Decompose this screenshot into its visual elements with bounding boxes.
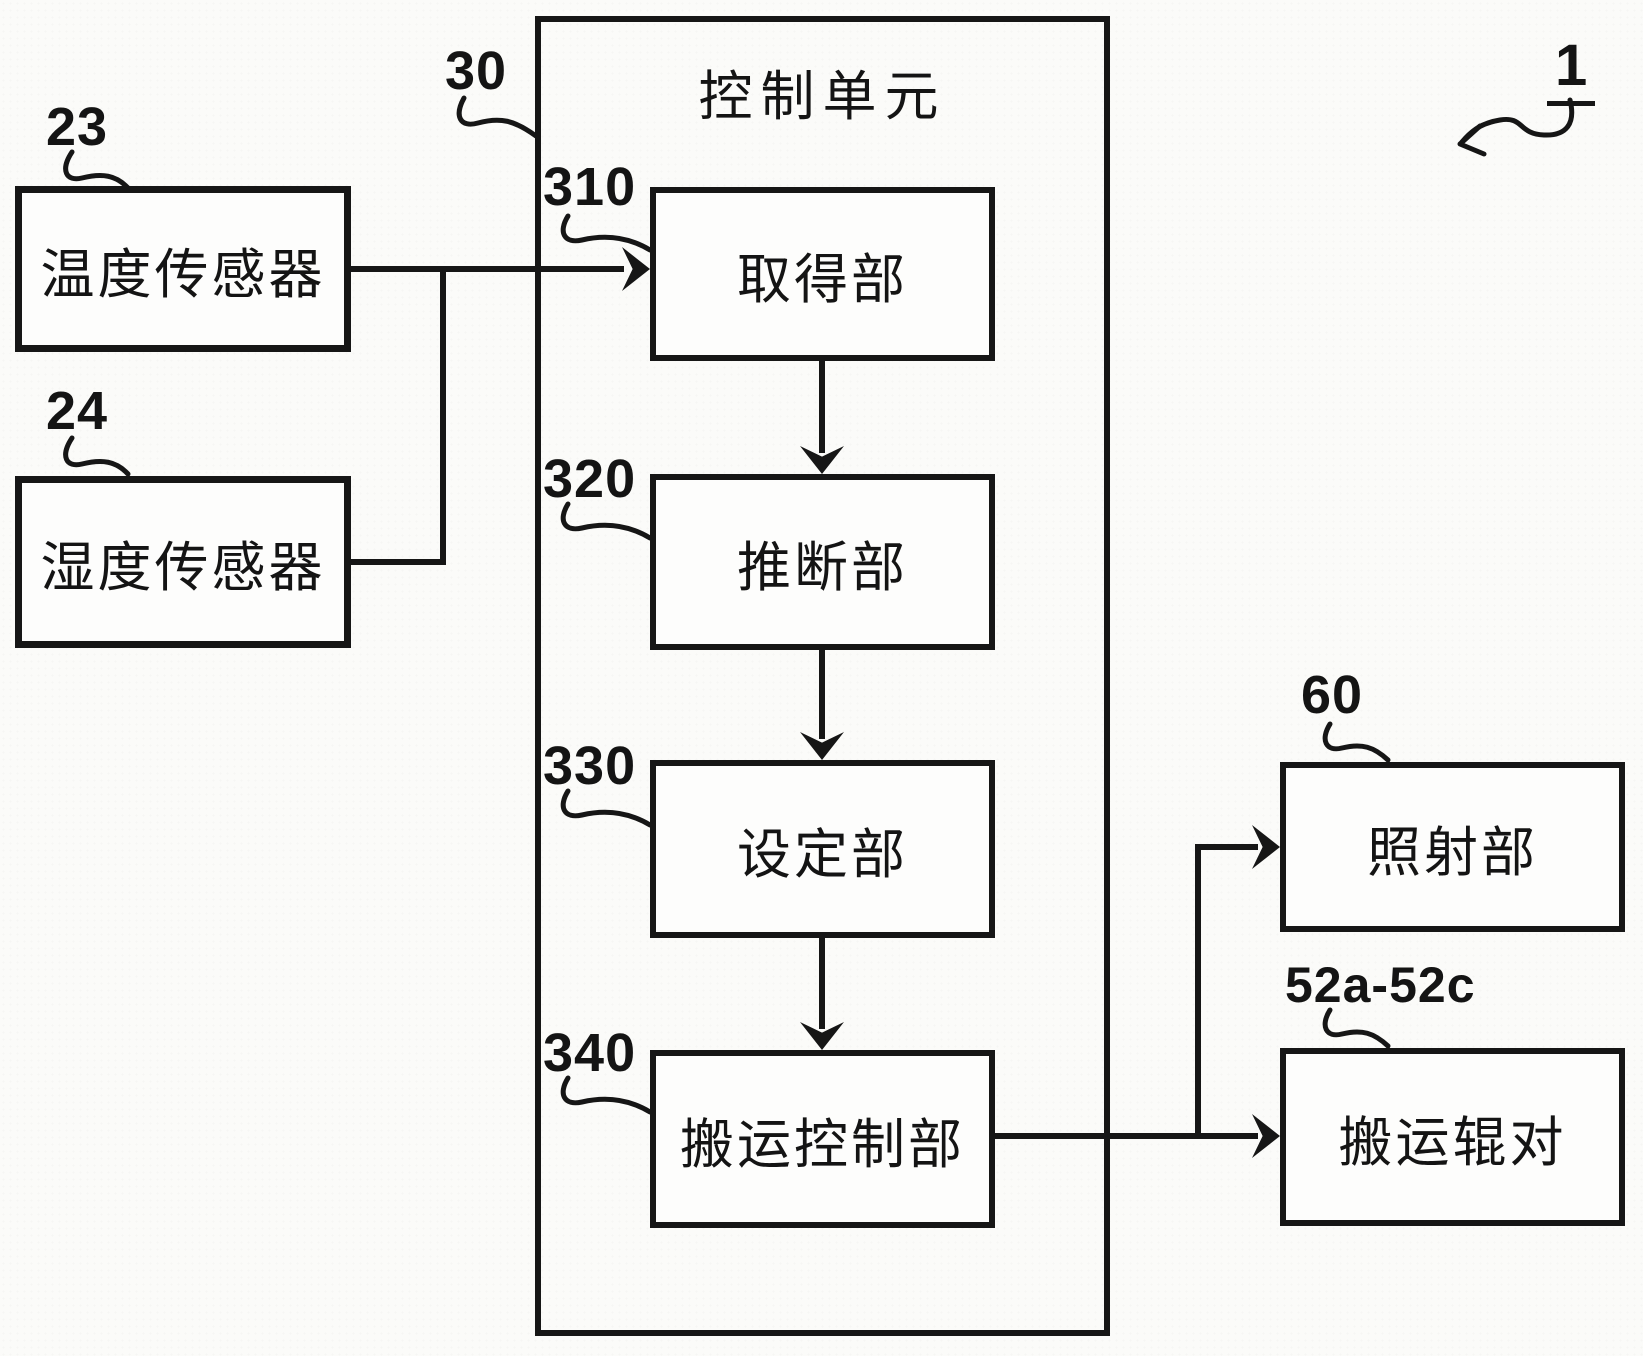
node-humidity-sensor: 湿度传感器	[15, 476, 351, 648]
figure-number-label: 1	[1547, 32, 1596, 106]
line-humidity-horizontal	[351, 559, 446, 565]
node-inference: 推断部	[650, 474, 995, 650]
node-temp-sensor: 温度传感器	[15, 186, 351, 352]
ref-label-340: 340	[543, 1023, 637, 1083]
ref-connector-30	[456, 95, 539, 139]
ref-label-310: 310	[543, 157, 637, 217]
node-inference-label: 推断部	[737, 537, 908, 598]
line-humidity-riser	[440, 266, 446, 565]
node-setting: 设定部	[650, 760, 995, 938]
node-temp-sensor-label: 温度传感器	[40, 244, 326, 305]
line-setting-to-transport-control	[819, 938, 825, 1029]
ref-label-30: 30	[445, 41, 508, 101]
ref-connector-52a-52c	[1322, 1007, 1391, 1049]
node-transport-control-label: 搬运控制部	[680, 1114, 965, 1175]
line-acquisition-to-inference	[819, 361, 825, 453]
ref-label-60: 60	[1301, 665, 1364, 725]
node-setting-label: 设定部	[737, 824, 908, 885]
ref-label-320: 320	[543, 449, 637, 509]
ref-connector-60	[1322, 721, 1391, 763]
line-branch-to-irradiation	[1195, 844, 1258, 850]
ref-label-52a-52c: 52a-52c	[1285, 957, 1476, 1013]
node-transport-rollers: 搬运辊对	[1280, 1048, 1625, 1226]
node-transport-rollers-label: 搬运辊对	[1338, 1112, 1567, 1173]
figure-number-arrow	[1457, 97, 1575, 157]
ref-label-23: 23	[46, 97, 109, 157]
control-unit-title: 控制单元	[698, 67, 947, 127]
ref-connector-340	[560, 1075, 653, 1115]
ref-label-330: 330	[543, 736, 637, 796]
ref-label-24: 24	[46, 381, 109, 441]
control-unit-box	[535, 16, 1110, 1336]
ref-connector-320	[560, 501, 653, 541]
node-humidity-sensor-label: 湿度传感器	[40, 537, 326, 598]
ref-connector-310	[560, 213, 653, 253]
line-transport-control-to-rollers	[995, 1133, 1258, 1139]
line-inference-to-setting	[819, 650, 825, 739]
ref-connector-24	[63, 435, 131, 477]
ref-connector-330	[560, 788, 653, 828]
line-temp-to-acquisition	[351, 266, 624, 272]
node-acquisition-label: 取得部	[737, 249, 908, 310]
line-branch-riser-to-irradiation	[1195, 844, 1201, 1139]
node-irradiation-label: 照射部	[1367, 822, 1538, 883]
node-transport-control: 搬运控制部	[650, 1050, 995, 1228]
node-acquisition: 取得部	[650, 187, 995, 361]
ref-connector-23	[63, 149, 131, 191]
node-irradiation: 照射部	[1280, 762, 1625, 932]
